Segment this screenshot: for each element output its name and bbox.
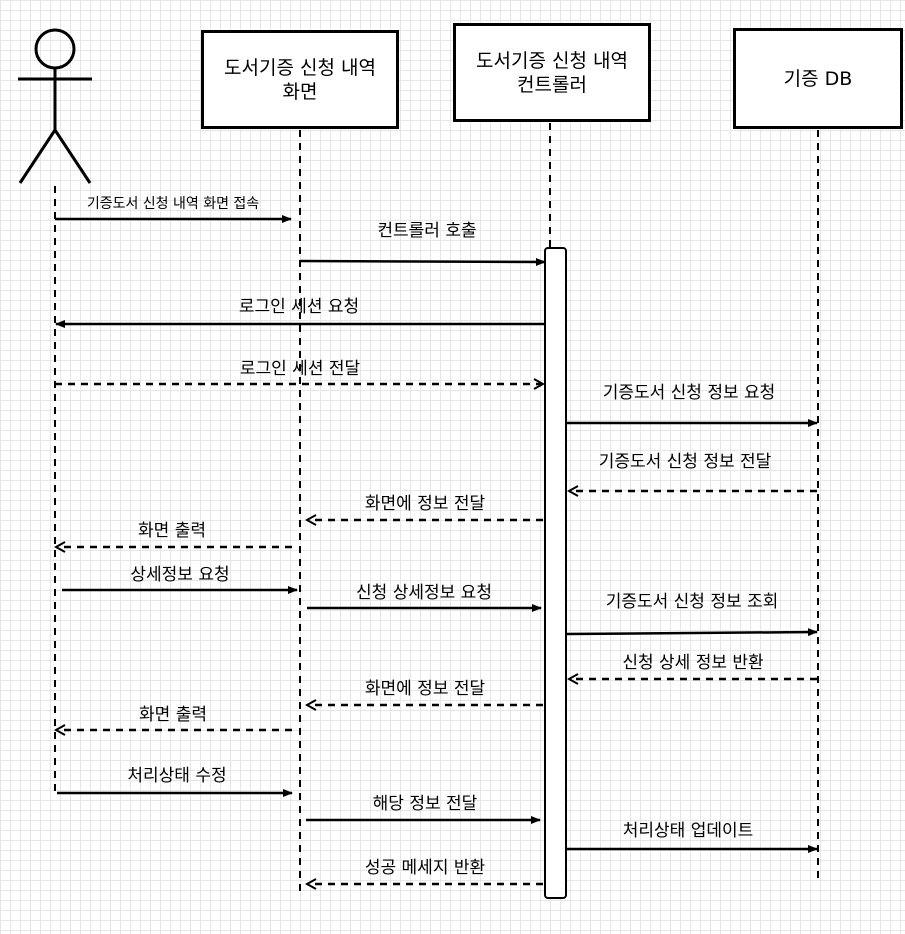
- message-label: 컨트롤러 호출: [377, 221, 477, 241]
- actor-right-leg: [53, 129, 92, 184]
- participant-db-label: 기증 DB: [783, 67, 853, 90]
- controller-activation-bar: [544, 247, 567, 899]
- participant-controller-label: 도서기증 신청 내역 컨트롤러: [476, 49, 628, 96]
- message-label: 성공 메세지 반환: [364, 858, 486, 878]
- message-label: 로그인 세션 요청: [238, 297, 360, 317]
- participant-screen-label: 도서기증 신청 내역 화면: [224, 56, 376, 103]
- participant-controller-box: 도서기증 신청 내역 컨트롤러: [453, 23, 651, 122]
- message-label: 화면 출력: [138, 521, 206, 541]
- actor-left-leg: [18, 129, 57, 184]
- message-label: 처리상태 업데이트: [622, 821, 754, 841]
- actor-head: [34, 28, 76, 70]
- message-arrow: [565, 628, 818, 637]
- message-label: 상세정보 요청: [130, 565, 230, 585]
- message-label: 기증도서 신청 내역 화면 접속: [86, 196, 260, 212]
- message-label: 화면 출력: [139, 705, 207, 725]
- participant-screen-box: 도서기증 신청 내역 화면: [201, 30, 399, 129]
- message-arrow: [299, 257, 546, 266]
- message-label: 기증도서 신청 정보 조회: [605, 592, 779, 612]
- message-label: 화면에 정보 전달: [364, 679, 486, 699]
- message-label: 기증도서 신청 정보 요청: [602, 383, 776, 403]
- message-label: 신청 상세 정보 반환: [622, 653, 764, 673]
- participant-db-box: 기증 DB: [733, 28, 903, 129]
- message-label: 로그인 세션 전달: [239, 359, 361, 379]
- message-label: 기증도서 신청 정보 전달: [598, 452, 772, 472]
- actor-figure: [18, 28, 92, 184]
- message-label: 신청 상세정보 요청: [356, 583, 492, 603]
- message-label: 화면에 정보 전달: [364, 494, 486, 514]
- message-label: 해당 정보 전달: [372, 794, 478, 814]
- message-label: 처리상태 수정: [127, 766, 227, 786]
